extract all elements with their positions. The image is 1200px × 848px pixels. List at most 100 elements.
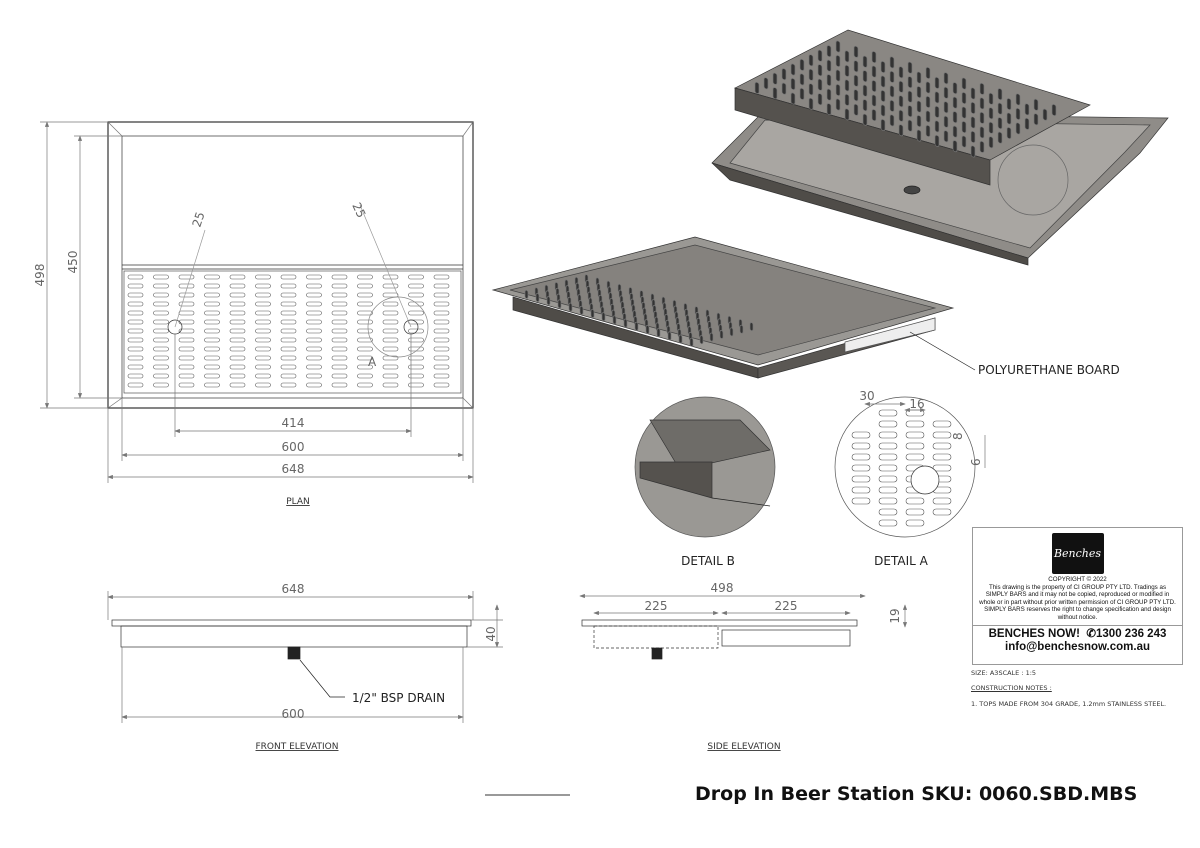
grate-slot (255, 274, 271, 280)
grate-slot (357, 373, 373, 379)
grate-slot (178, 274, 195, 280)
grate-slot (988, 121, 994, 134)
grate-slot (357, 283, 373, 289)
grate-slot (229, 337, 246, 343)
grate-slot (961, 77, 967, 90)
grate-slot (306, 337, 322, 343)
grate-slot (331, 310, 348, 316)
grate-slot (808, 83, 814, 96)
detail-a-slots (851, 409, 952, 527)
grate-slot (601, 312, 606, 322)
grate-slot (1033, 113, 1039, 126)
grate-slot (127, 364, 144, 370)
grate-slot (871, 65, 877, 78)
grate-slot (970, 87, 976, 100)
grate-slot (844, 50, 850, 63)
grate-slot (878, 497, 898, 505)
grate-slot (739, 324, 744, 334)
grate-slot (127, 382, 144, 388)
grate-slot (799, 58, 805, 71)
grate-slot (997, 117, 1003, 130)
grate-slot (204, 274, 220, 280)
grate-slot (229, 346, 246, 352)
grate-slot (862, 99, 868, 112)
grate-slot (280, 346, 297, 352)
grate-slot (932, 420, 952, 428)
grate-slot (907, 76, 913, 89)
grate-slot (1051, 104, 1057, 116)
grate-slot (306, 319, 322, 325)
grate-slot (127, 301, 144, 307)
grate-slot (357, 337, 373, 343)
grate-slot (905, 431, 925, 439)
grate-slot (433, 337, 450, 343)
grate-slot (178, 355, 195, 361)
grate-slot (898, 80, 904, 93)
grate-slot (557, 299, 562, 309)
grate-slot (408, 283, 424, 289)
grate-slot (357, 310, 373, 316)
grate-slot (907, 105, 913, 118)
grate-slot (408, 301, 424, 307)
grate-slot (306, 310, 322, 316)
front-elevation-view (107, 591, 503, 723)
grate-slot (178, 382, 195, 388)
grate-slot (433, 382, 450, 388)
grate-slot (178, 346, 195, 352)
grate-slot (306, 292, 322, 298)
grate-slot (1024, 103, 1030, 116)
dim-radius-left: 25 (190, 210, 208, 229)
grate-slot (851, 464, 871, 472)
grate-slot (862, 113, 868, 126)
grate-slot (127, 355, 144, 361)
grate-slot (153, 274, 169, 280)
detail-a-view (834, 396, 986, 538)
grate-slot (331, 355, 348, 361)
grate-slot (952, 125, 958, 138)
grate-slot (331, 319, 348, 325)
grate-slot (925, 96, 931, 108)
grate-slot (889, 56, 895, 69)
grate-slot (844, 108, 850, 121)
grate-slot (916, 100, 922, 113)
grate-slot (781, 82, 787, 95)
grate-slot (357, 292, 373, 298)
grate-slot (433, 283, 450, 289)
grate-slot (204, 328, 220, 334)
phone-icon: ✆ (1086, 627, 1097, 640)
grate-slot (306, 382, 322, 388)
grate-slot (153, 301, 169, 307)
grate-slot (851, 442, 871, 450)
copyright: COPYRIGHT © 2022 (1048, 576, 1107, 583)
grate-slot (934, 105, 940, 118)
grate-slot (127, 292, 144, 298)
grate-slot (817, 93, 823, 106)
grate-slot (970, 101, 976, 114)
grate-slot (880, 90, 886, 102)
grate-slot (204, 301, 220, 307)
grate-slot (382, 301, 399, 307)
grate-slot (433, 328, 450, 334)
grate-slot (817, 49, 823, 62)
plan-view (40, 121, 474, 483)
grate-slot (524, 289, 529, 299)
grate-slot (853, 60, 859, 73)
grate-slot (970, 130, 976, 143)
grate-slot (229, 328, 246, 334)
construction-note-1: 1. TOPS MADE FROM 304 GRADE, 1.2mm STAIN… (971, 700, 1167, 708)
grate-slot (835, 84, 841, 96)
grate-slot (907, 119, 913, 132)
dim-600: 600 (282, 440, 305, 454)
grate-slot (772, 87, 778, 100)
grate-slot (127, 319, 144, 325)
grate-slot (382, 382, 399, 388)
detail-b-view (634, 396, 776, 538)
grate-slot (889, 114, 895, 127)
grate-slot (749, 322, 754, 332)
grate-slot (905, 453, 925, 461)
grate-slot (979, 111, 985, 124)
grate-slot (127, 373, 144, 379)
grate-slot (433, 319, 450, 325)
grate-slot (934, 76, 940, 89)
